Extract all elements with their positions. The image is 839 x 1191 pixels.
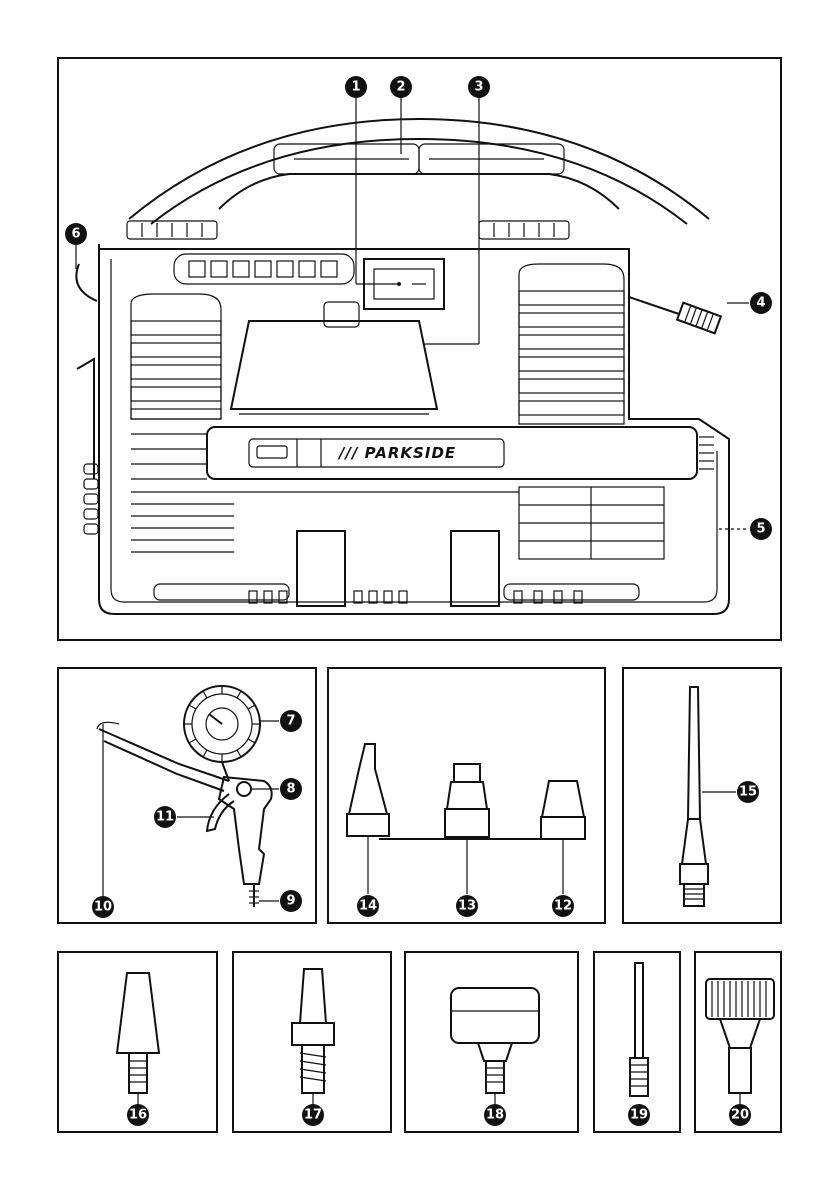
callout-2: 2 (390, 76, 412, 98)
compressor-drawing: /// PARKSIDE (59, 59, 784, 643)
right-rib-panel (519, 264, 624, 424)
svg-text:17: 17 (304, 1108, 322, 1123)
callout-17: 17 (302, 1104, 324, 1126)
svg-text:9: 9 (286, 894, 295, 909)
callout-12: 12 (552, 895, 574, 917)
needle-19-drawing: 19 (595, 953, 683, 1135)
adapter-18-panel: 18 (404, 951, 579, 1133)
air-gun-panel: 7 8 11 9 10 (57, 667, 317, 924)
brand-logo: /// PARKSIDE (337, 444, 456, 462)
callout-4: 4 (750, 292, 772, 314)
nozzle-pointed (347, 744, 389, 836)
svg-text:8: 8 (286, 782, 295, 797)
adapter-16-drawing: 16 (59, 953, 220, 1135)
callout-16: 16 (127, 1104, 149, 1126)
long-nozzle-tube (688, 687, 700, 819)
storage-lid (231, 321, 437, 409)
display-grille (174, 254, 354, 284)
svg-text:19: 19 (630, 1108, 648, 1123)
callout-19: 19 (628, 1104, 650, 1126)
svg-text:5: 5 (756, 522, 765, 537)
nozzle-set-drawing: 14 13 12 (329, 669, 608, 926)
needle-19-panel: 19 (593, 951, 681, 1133)
long-nozzle-panel: 15 (622, 667, 782, 924)
svg-text:4: 4 (756, 296, 765, 311)
svg-text:1: 1 (351, 80, 360, 95)
callout-1: 1 (345, 76, 367, 98)
callout-15: 15 (737, 781, 759, 803)
svg-text:11: 11 (156, 810, 174, 825)
callout-18: 18 (484, 1104, 506, 1126)
callout-10: 10 (92, 896, 114, 918)
svg-text:13: 13 (458, 899, 476, 914)
callout-20: 20 (729, 1104, 751, 1126)
svg-text:7: 7 (286, 714, 295, 729)
adapter-16-panel: 16 (57, 951, 218, 1133)
callout-11: 11 (154, 806, 176, 828)
gun-valve[interactable] (237, 782, 251, 796)
cooling-fins (131, 434, 519, 552)
callout-6: 6 (65, 223, 87, 245)
power-cable (76, 264, 97, 301)
adapter-20-drawing: 20 (696, 953, 784, 1135)
hose-connector (677, 303, 721, 334)
svg-text:16: 16 (129, 1108, 147, 1123)
callout-14: 14 (357, 895, 379, 917)
svg-text:20: 20 (731, 1108, 749, 1123)
long-nozzle-drawing: 15 (624, 669, 784, 926)
callout-5: 5 (750, 518, 772, 540)
svg-text:6: 6 (71, 227, 80, 242)
callout-3: 3 (468, 76, 490, 98)
svg-text:2: 2 (396, 80, 405, 95)
foot-left (297, 531, 345, 606)
lower-right-grid (519, 487, 664, 559)
svg-text:12: 12 (554, 899, 572, 914)
callout-7: 7 (280, 710, 302, 732)
svg-text:3: 3 (474, 80, 483, 95)
svg-text:14: 14 (359, 899, 377, 914)
adapter-17-panel: 17 (232, 951, 392, 1133)
adapter-18-drawing: 18 (406, 953, 581, 1135)
nozzle-stepped (445, 764, 489, 837)
air-hose (629, 297, 679, 314)
callout-9: 9 (280, 890, 302, 912)
callout-13: 13 (456, 895, 478, 917)
left-rib-panel (131, 294, 221, 419)
nozzle-cone (541, 781, 585, 839)
nozzle-set-panel: 14 13 12 (327, 667, 606, 924)
callout-8: 8 (280, 778, 302, 800)
foot-right (451, 531, 499, 606)
adapter-20-panel: 20 (694, 951, 782, 1133)
compressor-panel: /// PARKSIDE (57, 57, 782, 641)
svg-text:18: 18 (486, 1108, 504, 1123)
adapter-17-drawing: 17 (234, 953, 394, 1135)
svg-text:15: 15 (739, 785, 757, 800)
air-gun-drawing: 7 8 11 9 10 (59, 669, 319, 926)
svg-text:10: 10 (94, 900, 112, 915)
